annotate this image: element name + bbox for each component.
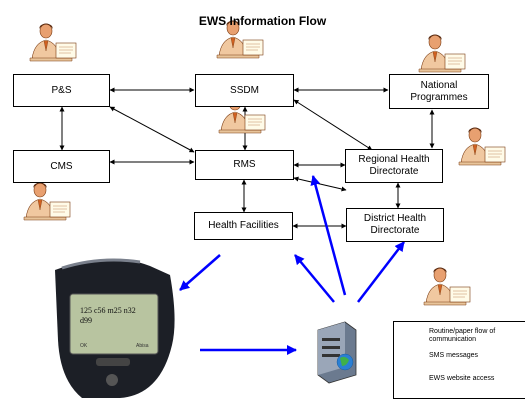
mobile-phone-icon [55,258,175,398]
node-rms: RMS [195,150,294,180]
arrow-ps-rms [109,106,195,153]
node-district-label: District Health Directorate [363,213,427,236]
phone-message-text: 125 c56 m25 n32 d99 [80,306,136,325]
node-national-label: National Programmes [410,79,468,103]
person-icon [418,34,466,73]
node-rms-label: RMS [233,159,256,170]
arrow-ssdm-regional [293,99,373,151]
diagram-title: EWS Information Flow [198,14,327,28]
legend-sms-label: SMS messages [429,352,479,359]
node-health-facilities: Health Facilities [194,212,293,240]
node-district-health-directorate: District Health Directorate [346,208,444,242]
phone-right-softkey: Abisa [136,343,149,349]
web-arrow-server-district [357,241,405,303]
node-health-facilities-label: Health Facilities [208,220,279,231]
node-ssdm: SSDM [195,74,294,107]
node-cms-label: CMS [50,160,73,172]
web-arrow-server-facilities [294,254,335,303]
person-icon [29,23,77,62]
person-icon [458,127,506,166]
node-ssdm-label: SSDM [230,84,259,96]
node-ps-label: P&S [51,84,72,96]
legend-website-label: EWS website access [429,375,495,382]
web-arrow-server-rms [310,175,347,296]
server-icon [317,321,357,384]
sms-arrow-facilities-phone [179,254,221,291]
node-ps: P&S [13,74,110,107]
person-icon [423,267,471,306]
node-regional-label: Regional Health Directorate [358,154,430,177]
node-cms: CMS [13,150,110,183]
legend-box: Routine/paper flow of communication SMS … [393,321,525,399]
phone-left-softkey: OK [80,343,88,349]
node-regional-health-directorate: Regional Health Directorate [345,149,443,183]
arrow-rms-district [293,176,347,192]
legend-routine-label: Routine/paper flow of communication [429,328,496,343]
person-icon [23,182,71,221]
node-national-programmes: National Programmes [389,74,489,109]
